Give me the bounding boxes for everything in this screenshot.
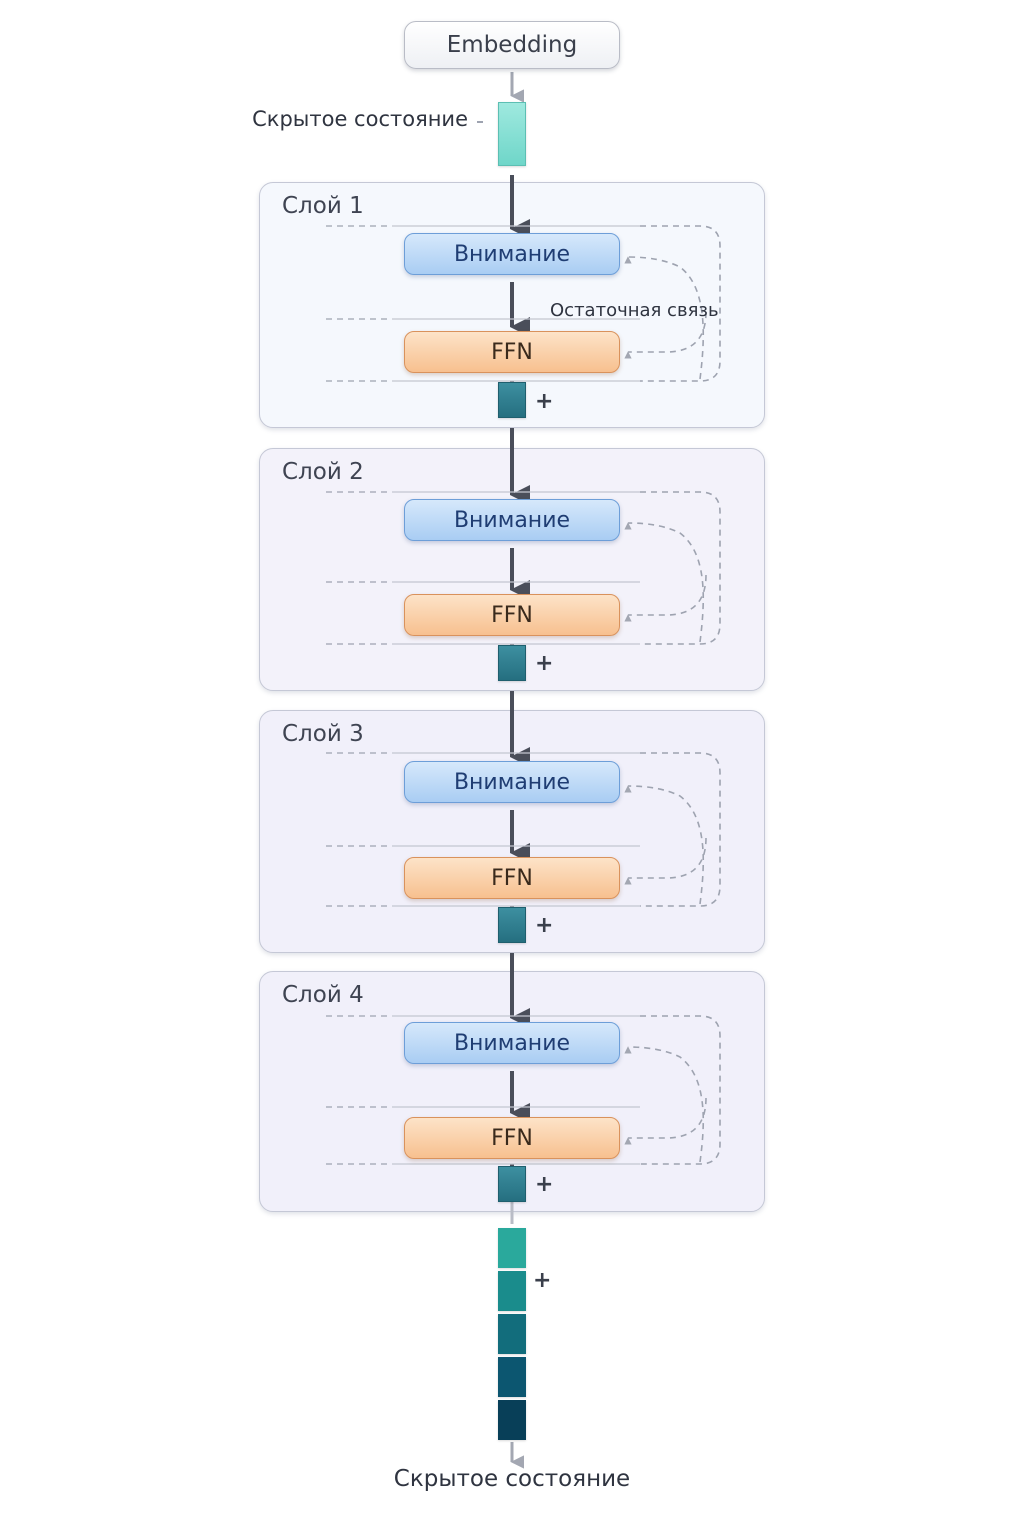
output-stack-cell-3 (498, 1314, 526, 1354)
residual-arrow-to-ffn-3 (624, 837, 707, 885)
output-plus-symbol: + (533, 1268, 552, 1293)
residual-connection-label: Остаточная связь (550, 300, 719, 321)
ffn-block-2: FFN (404, 594, 620, 636)
output-stack-cell-1 (498, 1228, 526, 1268)
residual-arrow-to-ffn-1 (624, 311, 707, 359)
residual-arrow-to-attention-3 (624, 785, 705, 905)
ffn-block-3: FFN (404, 857, 620, 899)
layer-output-vector-3 (498, 907, 526, 943)
residual-loop-outer-2 (640, 491, 721, 645)
attention-block-3: Внимание (404, 761, 620, 803)
embedding-node: Embedding (404, 21, 620, 69)
output-stack-cell-4 (498, 1357, 526, 1397)
residual-loop-outer-4 (640, 1015, 721, 1165)
layer-output-vector-2 (498, 645, 526, 681)
attention-block-1: Внимание (404, 233, 620, 275)
layer-output-vector-1 (498, 382, 526, 418)
layer-title: Слой 4 (282, 982, 364, 1008)
residual-loop-outer-3 (640, 752, 721, 907)
output-hidden-state-label: Скрытое состояние (393, 1466, 631, 1492)
plus-symbol-2: + (535, 651, 554, 676)
layer-output-vector-4 (498, 1166, 526, 1202)
residual-arrow-to-attention-1 (624, 256, 705, 380)
layer-title: Слой 1 (282, 193, 364, 219)
residual-loop-outer-1 (640, 225, 721, 382)
residual-arrow-to-ffn-4 (624, 1097, 707, 1145)
residual-arrow-to-attention-2 (624, 522, 705, 643)
attention-block-2: Внимание (404, 499, 620, 541)
attention-block-4: Внимание (404, 1022, 620, 1064)
input-hidden-state-vector (498, 102, 526, 166)
ffn-block-1: FFN (404, 331, 620, 373)
plus-symbol-4: + (535, 1172, 554, 1197)
input-hidden-state-label: Скрытое состояние (252, 107, 468, 131)
residual-arrow-to-ffn-2 (624, 574, 707, 622)
layer-title: Слой 3 (282, 721, 364, 747)
plus-symbol-1: + (535, 389, 554, 414)
ffn-block-4: FFN (404, 1117, 620, 1159)
wire-group (326, 72, 721, 1469)
plus-symbol-3: + (535, 913, 554, 938)
layer-title: Слой 2 (282, 459, 364, 485)
output-stack-cell-2 (498, 1271, 526, 1311)
output-stack-cell-5 (498, 1400, 526, 1440)
residual-arrow-to-attention-4 (624, 1046, 705, 1163)
